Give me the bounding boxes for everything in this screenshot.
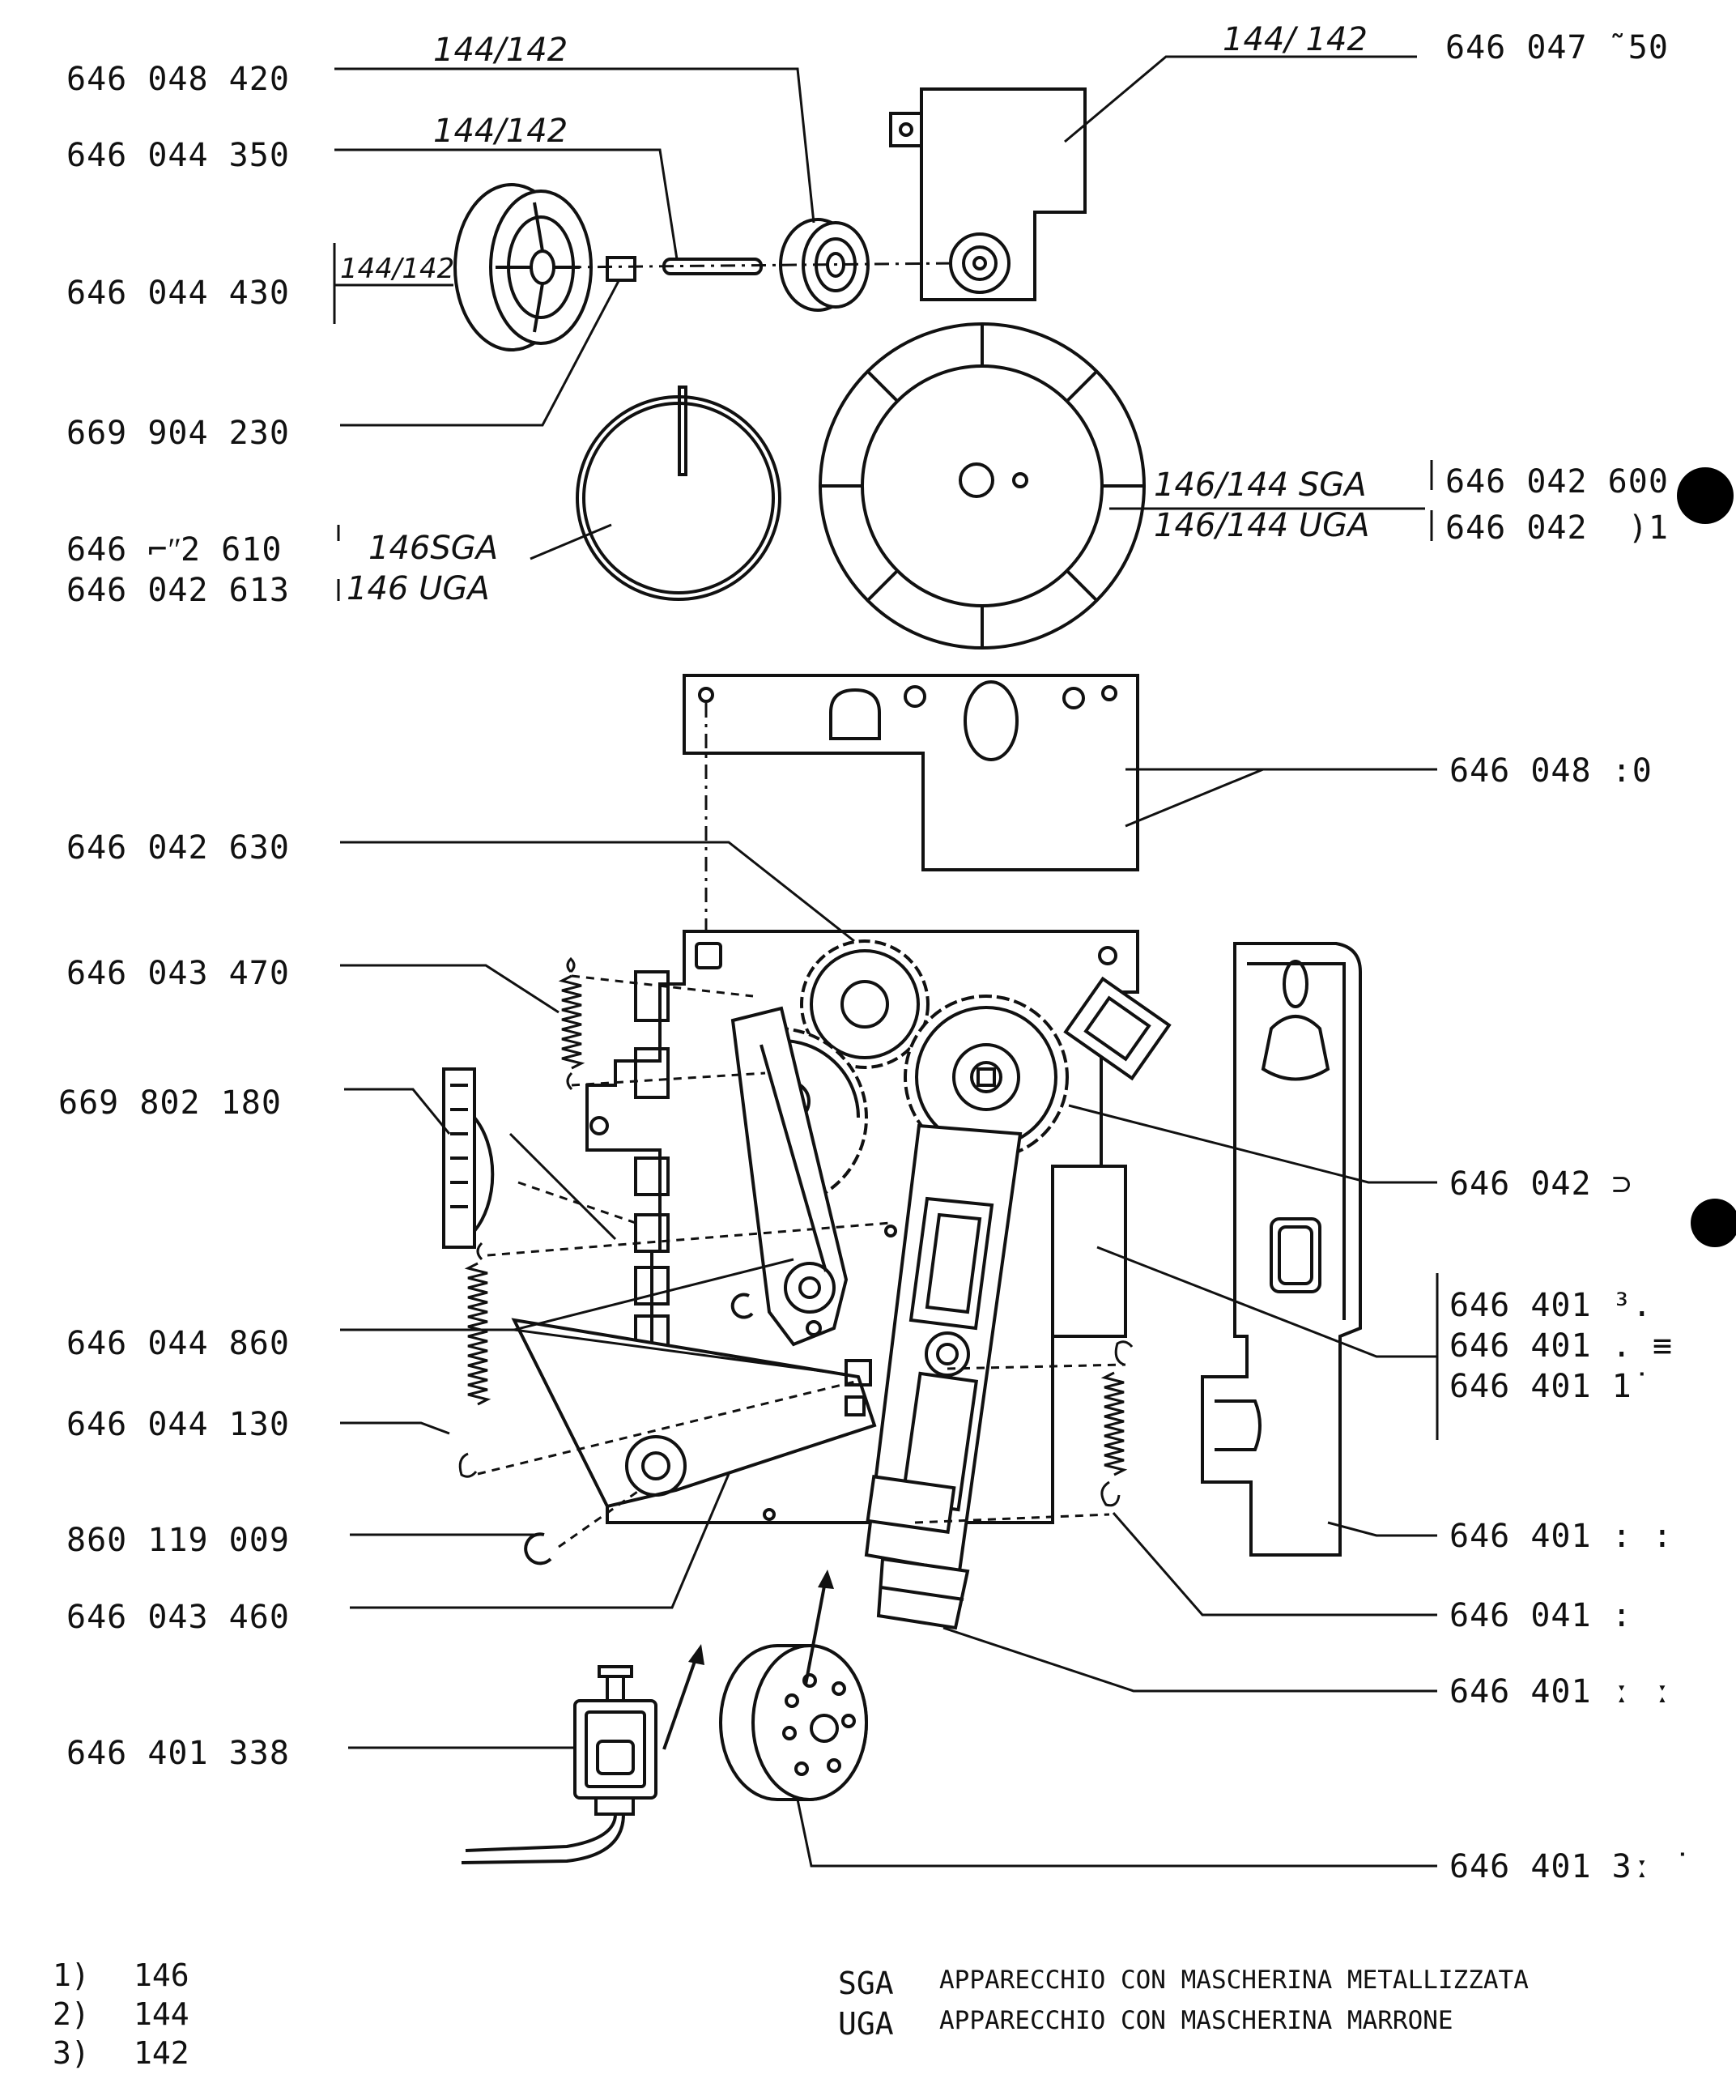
dash-6 [914, 1513, 1110, 1524]
contact-block [442, 1067, 495, 1249]
model-note-r2: 146/144 SGA [1154, 466, 1367, 504]
small-motor [719, 1644, 868, 1801]
arrow-up-motor [804, 1570, 834, 1685]
label-860-119-009: 860 119 009 [66, 1522, 290, 1559]
label-646-048-420: 646 048 420 [66, 61, 290, 98]
axis-line [566, 262, 956, 269]
label-646-401-c: 646 401 1˙ [1449, 1368, 1653, 1405]
solenoid [461, 1665, 657, 1864]
leader-r9 [1327, 1521, 1437, 1537]
label-646-042-x1: 646 042 )1 [1445, 509, 1669, 547]
footnote-key-1: 1) [53, 1957, 90, 1993]
dash-4 [477, 1379, 859, 1476]
vertical-slide-plate [1201, 942, 1362, 1557]
footnote-value-2: 144 [134, 1996, 189, 2032]
legend-code-uga: UGA [838, 2006, 894, 2042]
dash-5 [947, 1363, 1126, 1370]
legend-text-uga: APPARECCHIO CON MASCHERINA MARRONE [939, 2006, 1453, 2035]
label-646-401-e: 646 401 ː ː [1449, 1673, 1673, 1710]
label-646-401-d: 646 401 : : [1449, 1518, 1673, 1555]
leader-p10b [513, 1258, 794, 1331]
punch-hole-lower [1691, 1199, 1736, 1247]
label-646-043-460: 646 043 460 [66, 1599, 290, 1636]
leader-r11 [942, 1626, 1437, 1693]
dash-8 [517, 1181, 636, 1225]
model-note-p6: 146 UGA [347, 570, 490, 607]
leader-r5 [1068, 1104, 1437, 1184]
dash-1 [571, 974, 754, 998]
arrow-up-solenoid [662, 1644, 704, 1750]
leader-r12 [796, 1799, 1437, 1868]
footnote-value-3: 142 [134, 2035, 189, 2071]
model-note-p5: 146SGA [368, 530, 498, 567]
label-669-802-180: 669 802 180 [58, 1084, 282, 1122]
dash-2 [571, 1071, 766, 1087]
motor-housing [1063, 976, 1172, 1081]
leader-r7 [1096, 1246, 1437, 1358]
slider-arm [864, 1123, 1023, 1630]
leader-p9 [344, 1088, 451, 1135]
label-646-401-338: 646 401 338 [66, 1735, 290, 1772]
label-646-048-x0: 646 048 :0 [1449, 752, 1653, 790]
label-646-043-470: 646 043 470 [66, 955, 290, 992]
spring-upper [558, 956, 585, 1091]
label-646-044-130: 646 044 130 [66, 1406, 290, 1443]
dial-knob [576, 385, 781, 601]
lever-arm [730, 1006, 849, 1347]
leader-p4 [340, 279, 621, 427]
leader-p8 [340, 964, 560, 1014]
model-note-r1: 144/ 142 [1223, 21, 1368, 58]
leader-p1 [334, 67, 815, 224]
label-669-904-230: 669 904 230 [66, 415, 290, 452]
c-clip-middle [730, 1293, 754, 1319]
leader-p9b [508, 1132, 617, 1241]
label-646-042-x: 646 042 ⊃ [1449, 1165, 1632, 1203]
chassis-side-plate [1051, 1165, 1127, 1338]
model-note-p1: 144/142 [433, 32, 568, 69]
label-646-044-350: 646 044 350 [66, 137, 290, 174]
top-plate [683, 674, 1139, 871]
label-646-047-x50: 646 047 ˜50 [1445, 29, 1669, 66]
model-note-r3: 146/144 UGA [1154, 507, 1370, 544]
label-646-044-860: 646 044 860 [66, 1325, 290, 1362]
bracket-part [889, 87, 1087, 301]
spring-right [1100, 1340, 1134, 1507]
coupling-part [606, 256, 636, 282]
leader-r1 [1064, 55, 1417, 143]
leader-p7 [340, 841, 855, 943]
leader-p2 [334, 148, 679, 260]
leader-p5 [530, 523, 612, 560]
label-646-042-630: 646 042 630 [66, 829, 290, 867]
label-646-042-613: 646 042 613 [66, 572, 290, 609]
model-note-p2: 144/142 [433, 113, 568, 150]
footnote-value-1: 146 [134, 1957, 189, 1993]
segmented-wheel [819, 322, 1146, 650]
c-clip-lower [524, 1532, 552, 1565]
label-646-401-b: 646 401 . ≡ [1449, 1327, 1673, 1365]
leader-r10 [1112, 1512, 1437, 1617]
label-646-401-f: 646 401 3ː ˙ [1449, 1848, 1693, 1885]
label-646-401-a: 646 401 ³. [1449, 1287, 1653, 1324]
label-646-042-610: 646 ⌐ʺ2 610 [66, 531, 282, 569]
punch-hole-upper [1677, 467, 1734, 524]
upper-gear [800, 939, 930, 1069]
footnote-key-2: 2) [53, 1996, 90, 2032]
label-646-042-600: 646 042 600 [1445, 463, 1669, 501]
legend-text-sga: APPARECCHIO CON MASCHERINA METALLIZZATA [939, 1966, 1529, 1995]
footnote-key-3: 3) [53, 2035, 90, 2071]
spring-left [458, 1242, 491, 1478]
leader-p11 [340, 1421, 450, 1435]
leader-r4b [1125, 768, 1264, 828]
leader-p13 [350, 1473, 730, 1609]
label-646-041-x: 646 041 : [1449, 1597, 1632, 1634]
dash-7 [558, 1489, 640, 1548]
legend-code-sga: SGA [838, 1966, 894, 2001]
model-note-p3: 144/142 [340, 253, 454, 285]
label-646-044-430: 646 044 430 [66, 275, 290, 312]
dash-3 [487, 1221, 891, 1257]
